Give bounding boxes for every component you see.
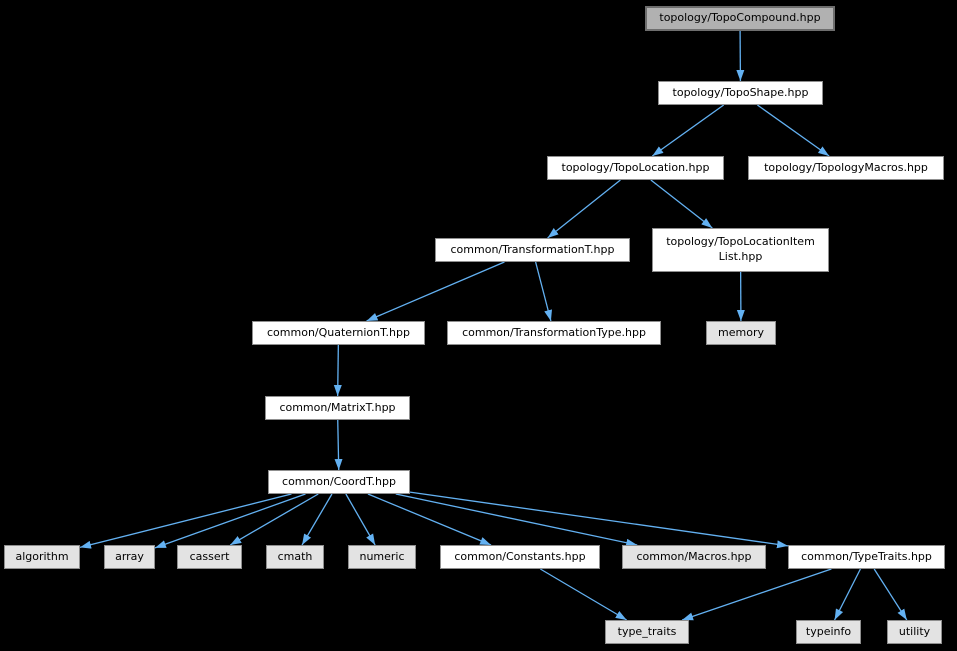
graph-node-type_traits[interactable]: type_traits — [605, 620, 689, 644]
graph-node-matrix_t[interactable]: common/MatrixT.hpp — [265, 396, 410, 420]
graph-node-label: common/CoordT.hpp — [282, 474, 396, 488]
graph-node-label: topology/TopologyMacros.hpp — [764, 160, 928, 174]
graph-node-cassert[interactable]: cassert — [177, 545, 242, 569]
graph-node-cmath[interactable]: cmath — [266, 545, 324, 569]
graph-node-label: type_traits — [617, 624, 677, 638]
include-edge-coord_t-to-cassert — [229, 493, 319, 546]
include-edge-coord_t-to-typetraits — [409, 491, 789, 549]
graph-node-numeric[interactable]: numeric — [348, 545, 416, 569]
graph-node-memory[interactable]: memory — [706, 321, 776, 345]
graph-node-topo_location[interactable]: topology/TopoLocation.hpp — [547, 156, 724, 180]
graph-node-topo_shape[interactable]: topology/TopoShape.hpp — [658, 81, 823, 105]
graph-node-topo_location_item_list[interactable]: topology/TopoLocationItem List.hpp — [652, 228, 829, 272]
include-edge-coord_t-to-array — [154, 493, 306, 549]
include-edge-constants-to-type_traits — [539, 568, 628, 621]
graph-node-typeinfo[interactable]: typeinfo — [796, 620, 861, 644]
include-edge-topo_location-to-topo_location_item_list — [650, 179, 713, 229]
graph-node-transformation_t[interactable]: common/TransformationT.hpp — [435, 238, 630, 262]
graph-node-label: cmath — [277, 549, 313, 563]
include-edge-quaternion_t-to-matrix_t — [333, 344, 342, 397]
graph-node-label: memory — [718, 325, 764, 339]
graph-node-utility[interactable]: utility — [887, 620, 942, 644]
graph-node-transformation_type[interactable]: common/TransformationType.hpp — [447, 321, 661, 345]
graph-node-label: common/Constants.hpp — [454, 549, 586, 563]
graph-node-label: topology/TopoLocation.hpp — [561, 160, 710, 174]
include-edge-typetraits-to-typeinfo — [834, 568, 861, 621]
graph-node-topology_macros[interactable]: topology/TopologyMacros.hpp — [748, 156, 944, 180]
graph-node-label: topology/TopoLocationItem List.hpp — [666, 235, 815, 263]
include-edge-topo_shape-to-topology_macros — [757, 104, 830, 157]
graph-node-array[interactable]: array — [104, 545, 155, 569]
graph-node-algorithm[interactable]: algorithm — [4, 545, 80, 569]
graph-node-label: typeinfo — [805, 624, 852, 638]
graph-node-label: common/TransformationT.hpp — [450, 242, 615, 256]
graph-node-quaternion_t[interactable]: common/QuaternionT.hpp — [252, 321, 425, 345]
graph-node-label: common/TypeTraits.hpp — [801, 549, 932, 563]
graph-node-label: numeric — [359, 549, 405, 563]
graph-node-label: common/MatrixT.hpp — [279, 400, 396, 414]
graph-node-label: utility — [898, 624, 931, 638]
graph-node-constants[interactable]: common/Constants.hpp — [440, 545, 600, 569]
graph-node-topo_compound: topology/TopoCompound.hpp — [645, 6, 835, 31]
graph-node-label: topology/TopoCompound.hpp — [659, 11, 821, 25]
graph-node-label: algorithm — [15, 549, 69, 563]
include-edge-transformation_t-to-transformation_type — [534, 261, 553, 322]
include-edge-coord_t-to-constants — [367, 493, 492, 546]
graph-node-coord_t[interactable]: common/CoordT.hpp — [268, 470, 410, 494]
include-edge-coord_t-to-numeric — [345, 493, 376, 546]
include-edge-matrix_t-to-coord_t — [334, 419, 343, 471]
include-edge-topo_shape-to-topo_location — [651, 104, 725, 157]
include-edge-topo_location-to-transformation_t — [547, 179, 621, 239]
graph-node-label: array — [115, 549, 144, 563]
include-edge-typetraits-to-type_traits — [681, 568, 832, 621]
graph-node-typetraits[interactable]: common/TypeTraits.hpp — [788, 545, 945, 569]
include-edge-coord_t-to-algorithm — [79, 493, 292, 549]
graph-node-label: cassert — [189, 549, 230, 563]
include-edge-typetraits-to-utility — [873, 568, 908, 621]
include-edge-coord_t-to-macros — [395, 493, 638, 547]
include-edge-coord_t-to-cmath — [301, 493, 333, 546]
graph-node-label: common/TransformationType.hpp — [462, 325, 646, 339]
include-edge-transformation_t-to-quaternion_t — [366, 261, 505, 322]
graph-node-label: topology/TopoShape.hpp — [672, 85, 809, 99]
graph-node-label: common/Macros.hpp — [636, 549, 752, 563]
graph-node-macros[interactable]: common/Macros.hpp — [622, 545, 766, 569]
graph-node-label: common/QuaternionT.hpp — [267, 325, 410, 339]
